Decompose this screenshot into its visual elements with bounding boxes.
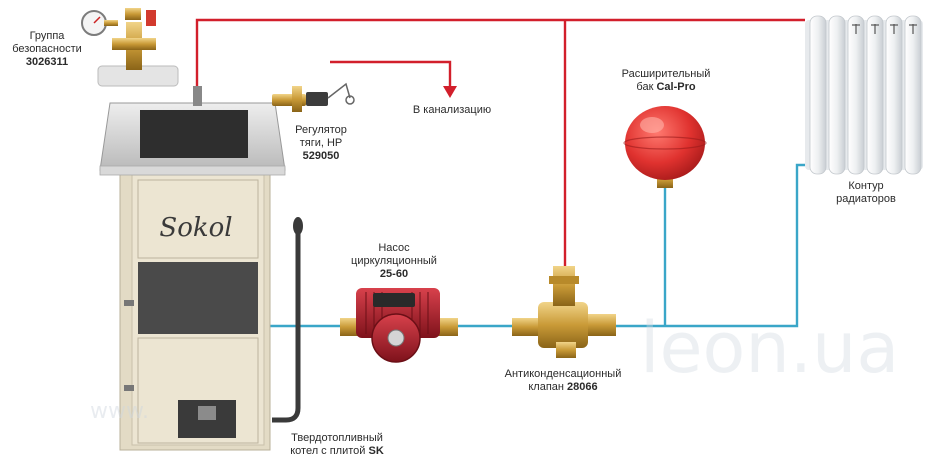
draft-regulator — [272, 82, 355, 112]
expansion-tank — [623, 106, 707, 188]
expansion-tank-label: Расширительный бак Cal-Pro — [621, 68, 711, 93]
return-pipe-radiator — [615, 163, 805, 328]
anti-condensation-valve — [512, 266, 616, 358]
draft-regulator-label: Регулятор тяги, HP 529050 — [295, 124, 347, 162]
supply-pipes — [195, 18, 805, 268]
drain-arrow-icon — [443, 86, 457, 98]
boiler-label: Твердотопливный котел с плитой SK — [290, 432, 384, 457]
safety-group — [81, 8, 179, 87]
safety-group-label: Группа безопасности 3026311 — [12, 30, 82, 68]
supply-pipe-drain — [330, 60, 452, 88]
watermark-right: leon.ua — [640, 307, 899, 389]
supply-pipe-main — [195, 18, 805, 100]
circulation-pump — [340, 288, 458, 363]
boiler — [99, 86, 303, 451]
pump-label: Насос циркуляционный 25-60 — [351, 242, 437, 280]
drain-label: В канализацию — [412, 104, 492, 116]
watermark-left: www. — [90, 399, 149, 424]
radiator — [805, 15, 923, 175]
radiator-circuit-label: Контур радиаторов — [836, 180, 896, 205]
boiler-brand-logo: Sokol — [159, 213, 232, 243]
valve-label: Антиконденсационный клапан 28066 — [504, 368, 622, 393]
